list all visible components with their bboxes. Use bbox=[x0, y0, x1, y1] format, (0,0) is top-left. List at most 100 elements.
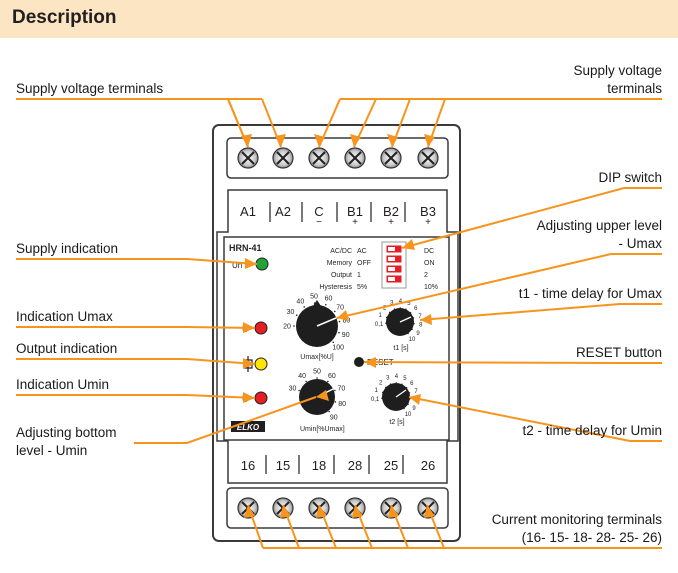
t2-scale-value-tick bbox=[384, 386, 387, 389]
t1-scale-value-tick bbox=[411, 328, 413, 331]
umax-scale-value: 50 bbox=[310, 293, 318, 300]
t2-scale-value: 2 bbox=[379, 381, 383, 387]
callout-output-indication: Output indication bbox=[16, 341, 118, 356]
callout-upper-level-line2: - Umax bbox=[618, 236, 663, 251]
bottom-terminal-label: 26 bbox=[421, 458, 435, 473]
terminal-sign: − bbox=[316, 217, 322, 228]
umax-scale-value-tick bbox=[338, 320, 341, 323]
section-title: Description bbox=[12, 7, 117, 28]
umax-scale-value-tick bbox=[325, 303, 327, 306]
umin-scale-value: 40 bbox=[298, 373, 306, 380]
t2-scale-value-tick bbox=[408, 392, 411, 394]
top-terminal-label: A1 bbox=[240, 204, 256, 219]
brand-badge bbox=[231, 421, 265, 432]
dip-row-name: Output bbox=[331, 272, 352, 279]
top-terminal-label: B1 bbox=[347, 204, 363, 219]
t1-scale-value: 2 bbox=[383, 306, 387, 312]
t1-scale-value: 10 bbox=[409, 337, 416, 343]
led-umin-red bbox=[254, 391, 268, 405]
model-label: HRN-41 bbox=[229, 243, 262, 253]
t2-scale-value: 7 bbox=[414, 389, 418, 395]
t1-scale-value-tick bbox=[385, 316, 388, 319]
umin-scale-value: 70 bbox=[338, 385, 346, 392]
t2-scale-value-tick bbox=[389, 383, 392, 385]
t2-scale-value-tick bbox=[403, 407, 405, 410]
reset-button bbox=[354, 357, 364, 367]
dip-row-name: Memory bbox=[327, 260, 353, 267]
umin-scale-value-tick bbox=[327, 380, 329, 383]
t1-scale-value-tick bbox=[405, 308, 407, 311]
bottom-terminal-label: 15 bbox=[276, 458, 290, 473]
t1-scale-value: 3 bbox=[390, 301, 394, 307]
dip-right-value: 10% bbox=[424, 284, 438, 291]
top-screw bbox=[380, 147, 402, 169]
t2-scale-label: t2 [s] bbox=[389, 419, 404, 426]
dip-left-value: OFF bbox=[357, 260, 371, 267]
umin-scale-value: 30 bbox=[289, 385, 297, 392]
terminal-sign: + bbox=[425, 217, 431, 228]
callout-bottom-level-line2: level - Umin bbox=[16, 443, 88, 458]
t2-scale-value: 1 bbox=[374, 388, 378, 394]
un-label: Un bbox=[232, 261, 242, 270]
t1-scale-value: 7 bbox=[418, 314, 422, 320]
t1-scale-value-tick bbox=[388, 311, 391, 314]
device-front-outline bbox=[216, 189, 459, 484]
dip-left-value: AC bbox=[357, 248, 367, 255]
umax-scale-value: 100 bbox=[332, 345, 344, 352]
callout-supply-terminals-right-line2: terminals bbox=[607, 81, 662, 96]
umax-scale-value: 90 bbox=[342, 332, 350, 339]
umax-scale-value-tick bbox=[295, 314, 298, 316]
dip-left-value: 1 bbox=[357, 272, 361, 279]
umax-scale-value: 60 bbox=[325, 296, 333, 303]
callout-bottom-level-line1: Adjusting bottom bbox=[16, 425, 117, 440]
umax-scale-value: 30 bbox=[287, 309, 295, 316]
umin-scale-value: 90 bbox=[330, 414, 338, 421]
dip-left-value: 5% bbox=[357, 284, 367, 291]
umin-scale-value-tick bbox=[298, 389, 300, 392]
t2-scale-value-tick bbox=[407, 403, 409, 406]
umin-scale-value-tick bbox=[334, 401, 337, 403]
t2-scale-value: 0,1 bbox=[371, 397, 380, 403]
bottom-terminal-block bbox=[226, 487, 449, 529]
t1-scale-value-tick bbox=[407, 332, 409, 335]
umax-scale-value-tick bbox=[332, 341, 335, 344]
t2-scale-value-tick bbox=[401, 383, 403, 386]
top-screw bbox=[344, 147, 366, 169]
umax-scale-value-tick bbox=[293, 325, 295, 327]
t2-scale-value: 10 bbox=[405, 412, 412, 418]
t2-scale-value-tick bbox=[395, 382, 398, 384]
t1-scale-value-tick bbox=[385, 322, 387, 325]
callout-supply-indication: Supply indication bbox=[16, 241, 119, 256]
dip-row-name: Hysteresis bbox=[319, 284, 352, 291]
callout-supply-terminals-right-line1: Supply voltage bbox=[573, 63, 662, 78]
umin-scale-value-tick bbox=[334, 389, 336, 392]
led-umax-red bbox=[254, 321, 268, 335]
umax-scale-value-tick bbox=[333, 310, 336, 313]
top-terminal-block bbox=[226, 137, 449, 179]
t1-scale-value: 8 bbox=[419, 323, 423, 329]
section-header: Description bbox=[0, 0, 678, 38]
brand-logo: ELKO bbox=[237, 423, 260, 432]
top-terminal-label: C bbox=[314, 204, 323, 219]
umin-scale-value: 50 bbox=[313, 368, 321, 375]
top-terminal-label: B3 bbox=[420, 204, 436, 219]
terminal-sign: + bbox=[352, 217, 358, 228]
callout-indication-umax: Indication Umax bbox=[16, 309, 113, 324]
t1-scale-value: 6 bbox=[414, 306, 418, 312]
t2-scale-value-tick bbox=[405, 387, 408, 389]
umin-scale-value-tick bbox=[316, 377, 318, 379]
t2-scale-value: 4 bbox=[395, 374, 399, 380]
bottom-terminal-label: 25 bbox=[384, 458, 398, 473]
led-output-yellow bbox=[254, 357, 268, 371]
top-terminal-label: B2 bbox=[383, 204, 399, 219]
umax-scale-value: 20 bbox=[283, 323, 291, 330]
t1-scale-value-tick bbox=[412, 317, 415, 319]
callout-indication-umin: Indication Umin bbox=[16, 377, 110, 392]
t1-scale-value-tick bbox=[399, 307, 402, 309]
umin-scale-value: 60 bbox=[328, 373, 336, 380]
t2-scale-value: 9 bbox=[412, 406, 416, 412]
terminal-sign: + bbox=[388, 217, 394, 228]
callout-upper-level-line1: Adjusting upper level bbox=[536, 218, 662, 233]
umin-scale-value-tick bbox=[305, 380, 307, 383]
